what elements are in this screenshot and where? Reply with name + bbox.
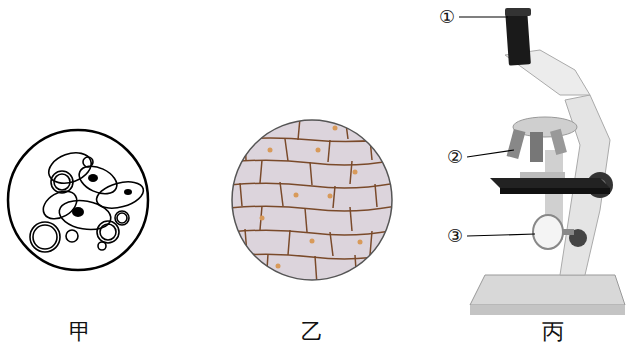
- cheek-cell-view: [8, 130, 148, 270]
- callout-number: ①: [439, 8, 455, 26]
- leader-lines: [459, 17, 535, 236]
- figure-label: 乙: [301, 321, 323, 343]
- callout-number: ②: [447, 148, 463, 166]
- onion-cell-view: [230, 116, 396, 285]
- figure-label: 丙: [542, 321, 564, 343]
- microscope: [470, 8, 625, 315]
- callout-number: ③: [447, 227, 463, 245]
- figure-label: 甲: [69, 321, 91, 343]
